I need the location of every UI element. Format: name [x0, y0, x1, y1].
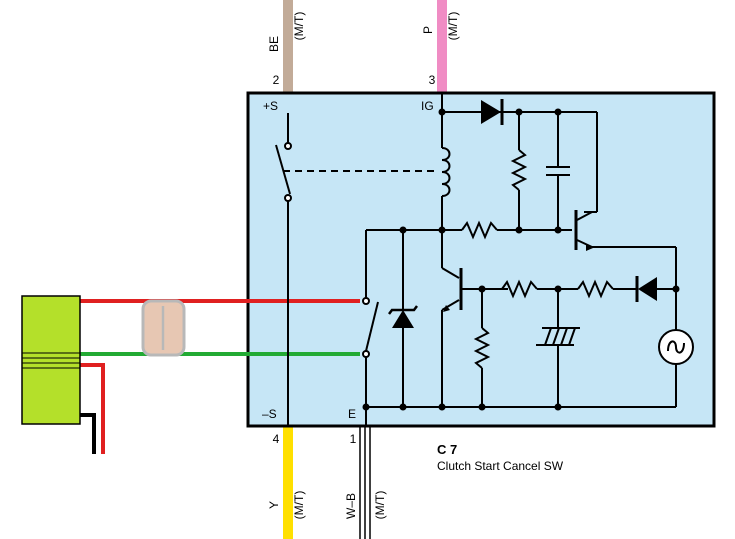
label-wire-be-note: (M/T)	[292, 12, 306, 41]
capacitor	[546, 112, 570, 230]
wire-black-tail	[80, 413, 96, 454]
terminal-s-minus: –S	[262, 407, 277, 421]
wire-red-tail	[80, 363, 105, 454]
component-code: C 7	[437, 442, 457, 457]
pin-number-4: 4	[273, 432, 280, 446]
wire-y	[283, 427, 293, 539]
label-wire-w-b-note: (M/T)	[373, 491, 387, 520]
cancel-switch	[362, 297, 379, 407]
svg-text:Y: Y	[267, 501, 281, 509]
connector-block	[21, 295, 81, 425]
label-wire-p: P	[421, 26, 435, 34]
s-line-switch	[275, 113, 292, 427]
transistor-upper-arrow	[586, 244, 593, 251]
pin-number-3: 3	[429, 73, 436, 87]
terminal-e: E	[348, 407, 356, 421]
pin-number-1: 1	[350, 432, 357, 446]
diode-ig	[481, 99, 504, 125]
label-wire-y: Y	[267, 501, 281, 509]
hatched-element	[536, 289, 580, 407]
svg-text:W–B: W–B	[344, 493, 358, 519]
transistor-center-arrow	[443, 305, 450, 312]
bus-230	[365, 220, 572, 310]
svg-text:(M/T): (M/T)	[373, 491, 387, 520]
resistor-2	[473, 289, 491, 407]
svg-text:P: P	[421, 26, 435, 34]
wire-w-b	[358, 427, 372, 539]
zener-diode	[388, 305, 418, 407]
wire-p	[437, 0, 447, 92]
component-name: Clutch Start Cancel SW	[437, 459, 564, 473]
svg-text:(M/T): (M/T)	[292, 491, 306, 520]
resistor-1	[510, 112, 528, 230]
label-wire-w-b: W–B	[344, 493, 358, 519]
junction-dots	[362, 108, 680, 411]
terminal-ig: IG	[421, 99, 434, 113]
label-wire-p-note: (M/T)	[446, 12, 460, 41]
relay-coil	[441, 147, 451, 197]
label-wire-be: BE	[267, 36, 281, 52]
lamp	[658, 329, 694, 407]
resistor-4	[577, 279, 636, 299]
svg-text:(M/T): (M/T)	[446, 12, 460, 41]
label-wire-y-note: (M/T)	[292, 491, 306, 520]
svg-text:(M/T): (M/T)	[292, 12, 306, 41]
wire-be	[283, 0, 293, 92]
pin-number-2: 2	[273, 73, 280, 87]
terminal-s-plus: +S	[263, 99, 278, 113]
svg-text:BE: BE	[267, 36, 281, 52]
